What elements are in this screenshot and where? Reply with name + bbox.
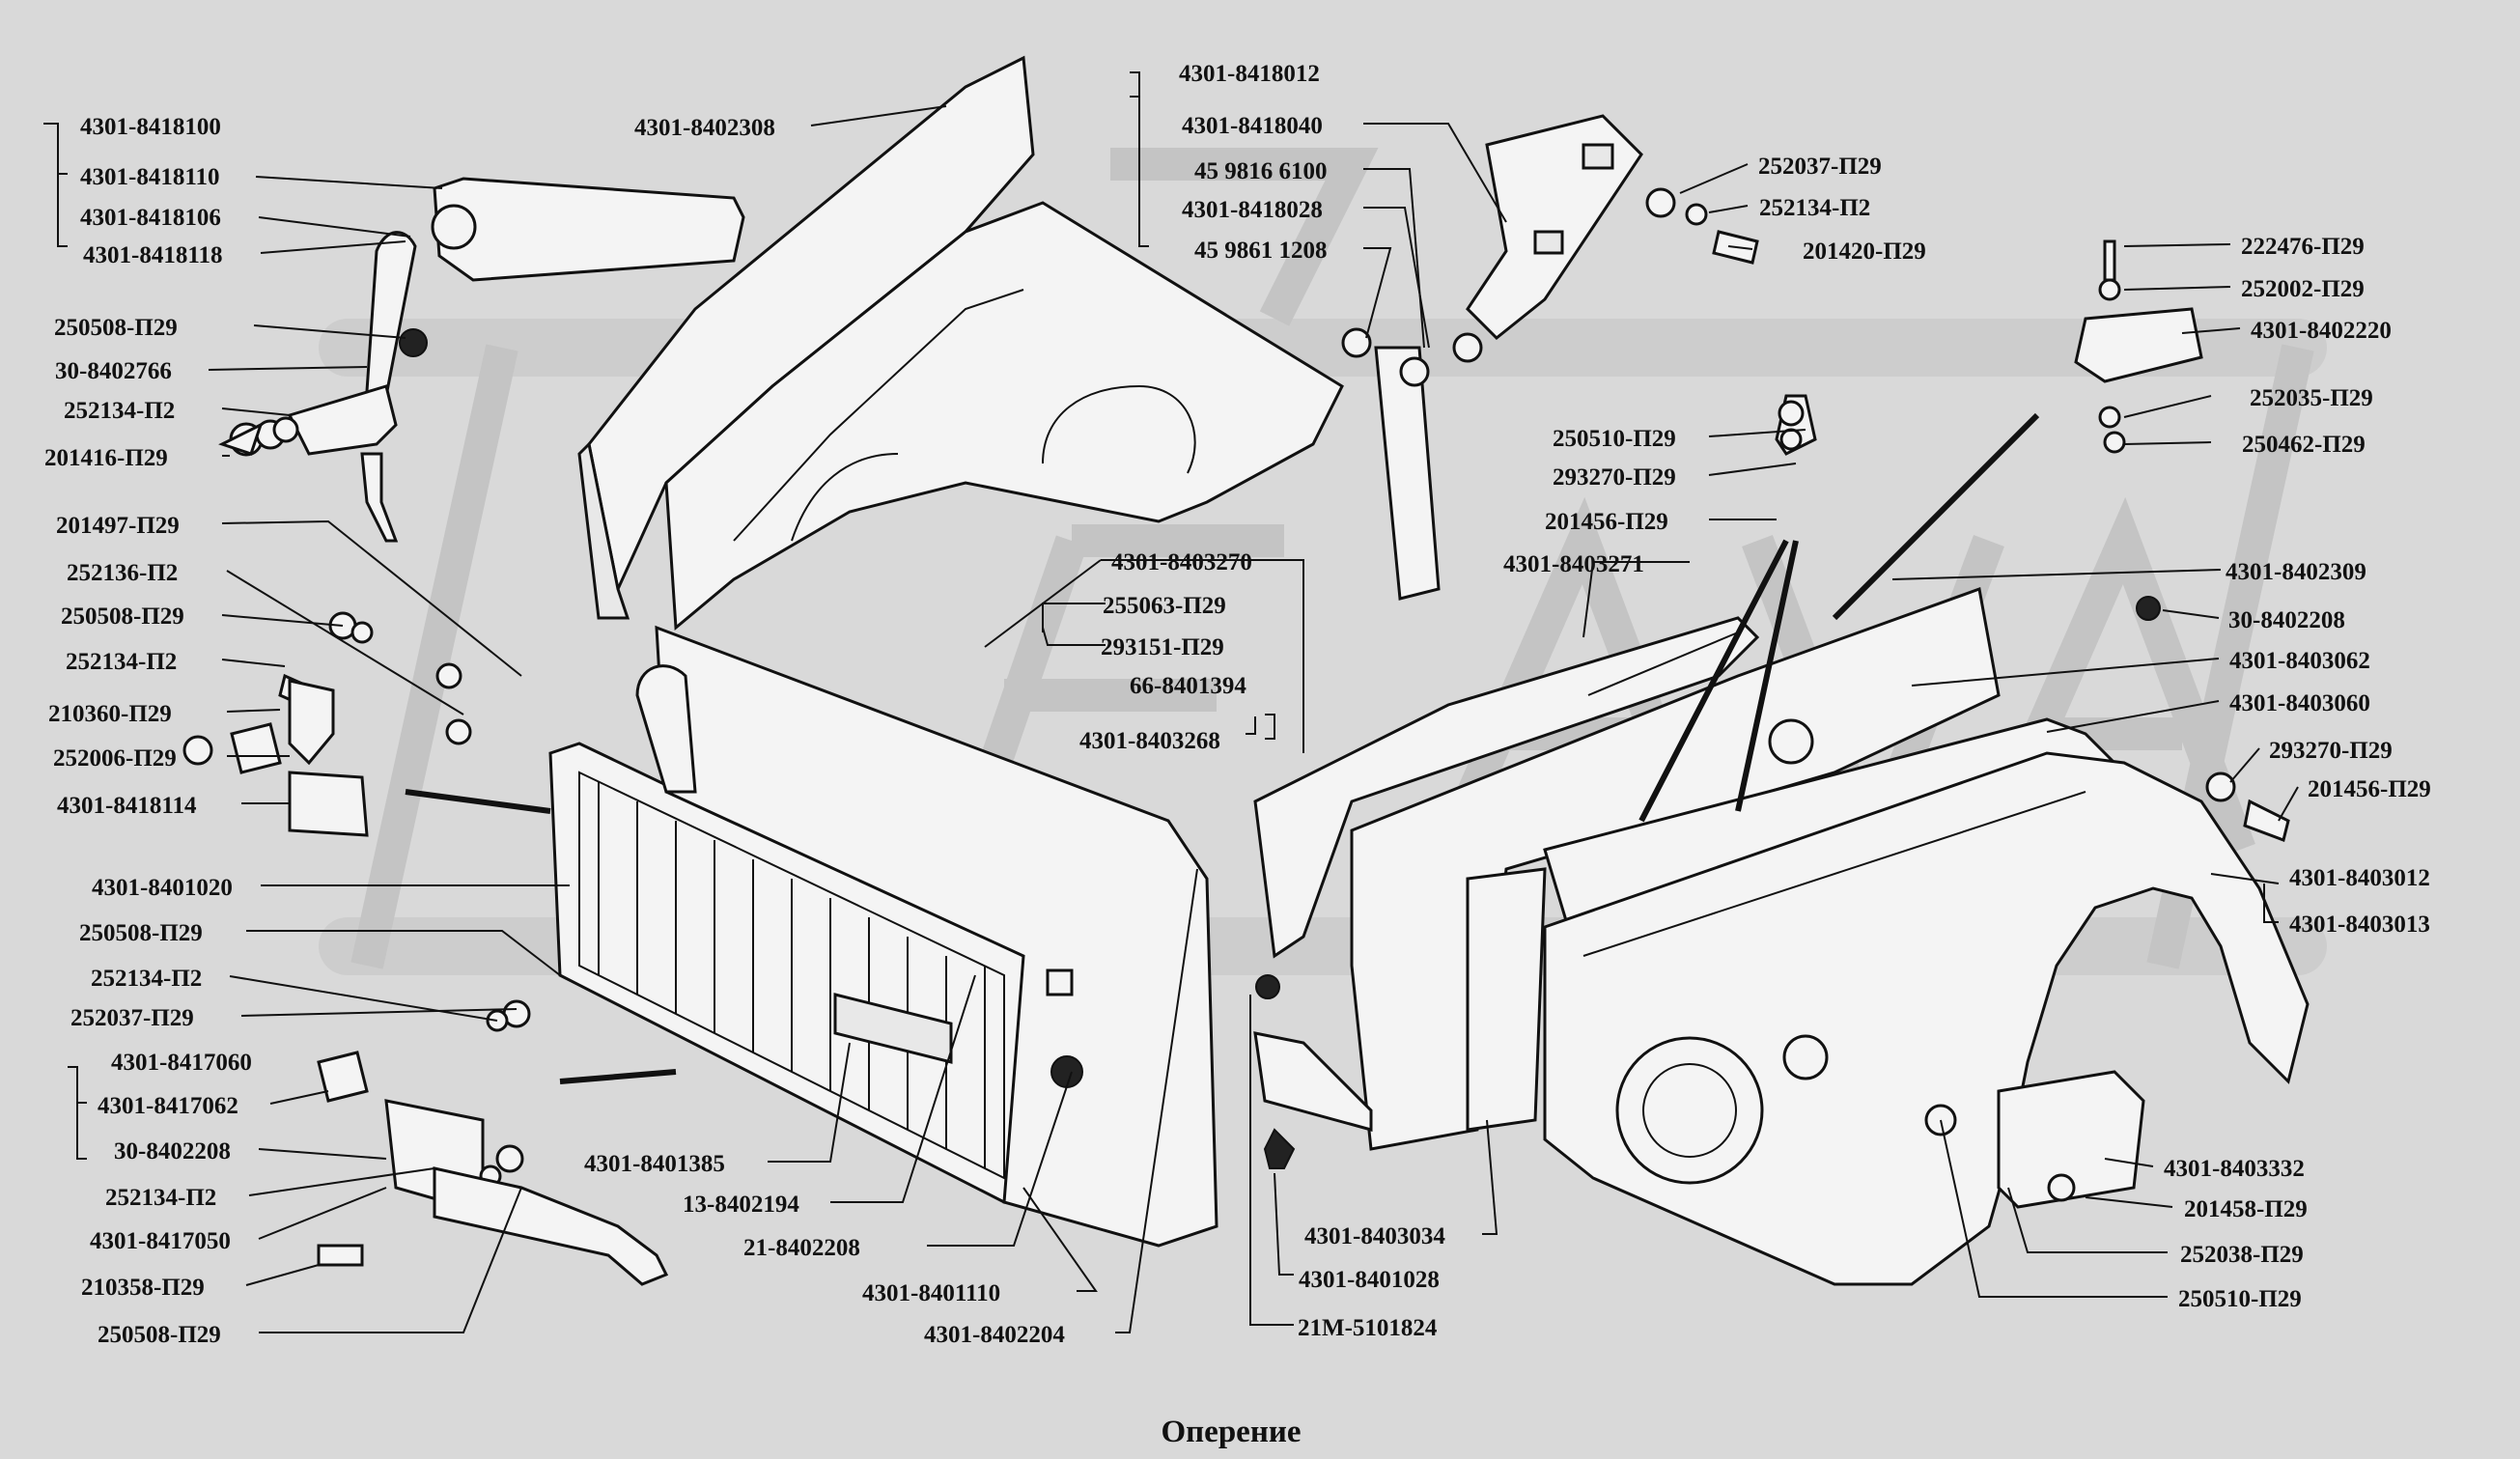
fender-mudguard-parts: [1253, 586, 2310, 1286]
label-4301-8403062: 4301-8403062: [2229, 648, 2370, 674]
label-201497-p29: 201497-П29: [56, 513, 180, 539]
label-4301-8418118: 4301-8418118: [83, 242, 222, 268]
label-45-9816-6100: 45 9816 6100: [1194, 158, 1328, 184]
label-252134-p2-a: 252134-П2: [64, 398, 175, 424]
label-4301-8418106: 4301-8418106: [80, 205, 221, 231]
diagram-title: Оперение: [1161, 1415, 1301, 1449]
label-4301-8401028: 4301-8401028: [1299, 1267, 1440, 1293]
label-250508-p29-a: 250508-П29: [54, 315, 178, 341]
label-250508-p29-b: 250508-П29: [61, 603, 184, 630]
hood-panel: [577, 55, 1344, 631]
label-45-9861-1208: 45 9861 1208: [1194, 238, 1328, 264]
label-66-8401394: 66-8401394: [1130, 673, 1246, 699]
label-4301-8418012: 4301-8418012: [1179, 61, 1320, 87]
label-252006-p29: 252006-П29: [53, 745, 177, 772]
label-250510-p29-a: 250510-П29: [1553, 426, 1676, 452]
label-250508-p29-c: 250508-П29: [79, 920, 203, 946]
label-250510-p29-b: 250510-П29: [2178, 1286, 2302, 1312]
label-4301-8401385: 4301-8401385: [584, 1151, 725, 1177]
label-250462-p29: 250462-П29: [2242, 432, 2366, 458]
label-4301-8418040: 4301-8418040: [1182, 113, 1323, 139]
label-4301-8403013: 4301-8403013: [2289, 912, 2430, 938]
label-293151-p29: 293151-П29: [1101, 634, 1224, 660]
label-4301-8418100: 4301-8418100: [80, 114, 221, 140]
label-4301-8417062: 4301-8417062: [98, 1093, 238, 1119]
label-4301-8418110: 4301-8418110: [80, 164, 219, 190]
label-252002-p29: 252002-П29: [2241, 276, 2365, 302]
label-222476-p29: 222476-П29: [2241, 234, 2365, 260]
label-4301-8403034: 4301-8403034: [1304, 1223, 1445, 1249]
label-4301-8403271: 4301-8403271: [1503, 551, 1644, 577]
label-252037-p29-a: 252037-П29: [70, 1005, 194, 1031]
label-252134-p2-e: 252134-П2: [1759, 195, 1870, 221]
label-4301-8401020: 4301-8401020: [92, 875, 233, 901]
label-252134-p2-c: 252134-П2: [91, 966, 202, 992]
label-210360-p29: 210360-П29: [48, 701, 172, 727]
label-4301-8402308: 4301-8402308: [634, 115, 775, 141]
label-250508-p29-d: 250508-П29: [98, 1322, 221, 1348]
label-21m-5101824: 21М-5101824: [1298, 1315, 1438, 1341]
radiator-grille: [548, 625, 1218, 1248]
label-4301-8402220: 4301-8402220: [2251, 318, 2392, 344]
label-252134-p2-b: 252134-П2: [66, 649, 177, 675]
label-4301-8418114: 4301-8418114: [57, 793, 197, 819]
part-number-labels: 4301-8418100 4301-8418110 4301-8418106 4…: [44, 61, 2431, 1348]
label-4301-8403270: 4301-8403270: [1111, 549, 1252, 575]
label-201456-p29-b: 201456-П29: [2308, 776, 2431, 802]
label-30-8402766: 30-8402766: [55, 358, 172, 384]
label-252134-p2-d: 252134-П2: [105, 1185, 216, 1211]
fastener-hardware: [182, 187, 2290, 1286]
label-4301-8403268: 4301-8403268: [1079, 728, 1220, 754]
label-293270-p29-b: 293270-П29: [2269, 738, 2393, 764]
label-201458-p29: 201458-П29: [2184, 1196, 2308, 1222]
label-4301-8402309: 4301-8402309: [2226, 559, 2366, 585]
label-293270-p29-a: 293270-П29: [1553, 464, 1676, 491]
label-4301-8403060: 4301-8403060: [2229, 690, 2370, 716]
label-30-8402208-b: 30-8402208: [2228, 607, 2345, 633]
label-4301-8402204: 4301-8402204: [924, 1322, 1065, 1348]
label-201420-p29: 201420-П29: [1803, 238, 1926, 265]
label-4301-8417060: 4301-8417060: [111, 1050, 252, 1076]
label-4301-8417050: 4301-8417050: [90, 1228, 231, 1254]
label-4301-8418028: 4301-8418028: [1182, 197, 1323, 223]
label-252037-p29-b: 252037-П29: [1758, 154, 1882, 180]
label-4301-8403012: 4301-8403012: [2289, 865, 2430, 891]
label-21-8402208: 21-8402208: [743, 1235, 860, 1261]
label-30-8402208-a: 30-8402208: [114, 1138, 231, 1164]
label-201456-p29-a: 201456-П29: [1545, 509, 1668, 535]
label-252038-p29: 252038-П29: [2180, 1242, 2304, 1268]
label-255063-p29: 255063-П29: [1103, 593, 1226, 619]
label-4301-8403332: 4301-8403332: [2164, 1156, 2305, 1182]
label-252136-p2: 252136-П2: [67, 560, 178, 586]
leader-lines: [43, 71, 2299, 1333]
label-201416-p29: 201416-П29: [44, 445, 168, 471]
label-252035-p29: 252035-П29: [2250, 385, 2373, 411]
label-210358-p29: 210358-П29: [81, 1275, 205, 1301]
label-13-8402194: 13-8402194: [683, 1192, 799, 1218]
label-4301-8401110: 4301-8401110: [862, 1280, 1000, 1306]
